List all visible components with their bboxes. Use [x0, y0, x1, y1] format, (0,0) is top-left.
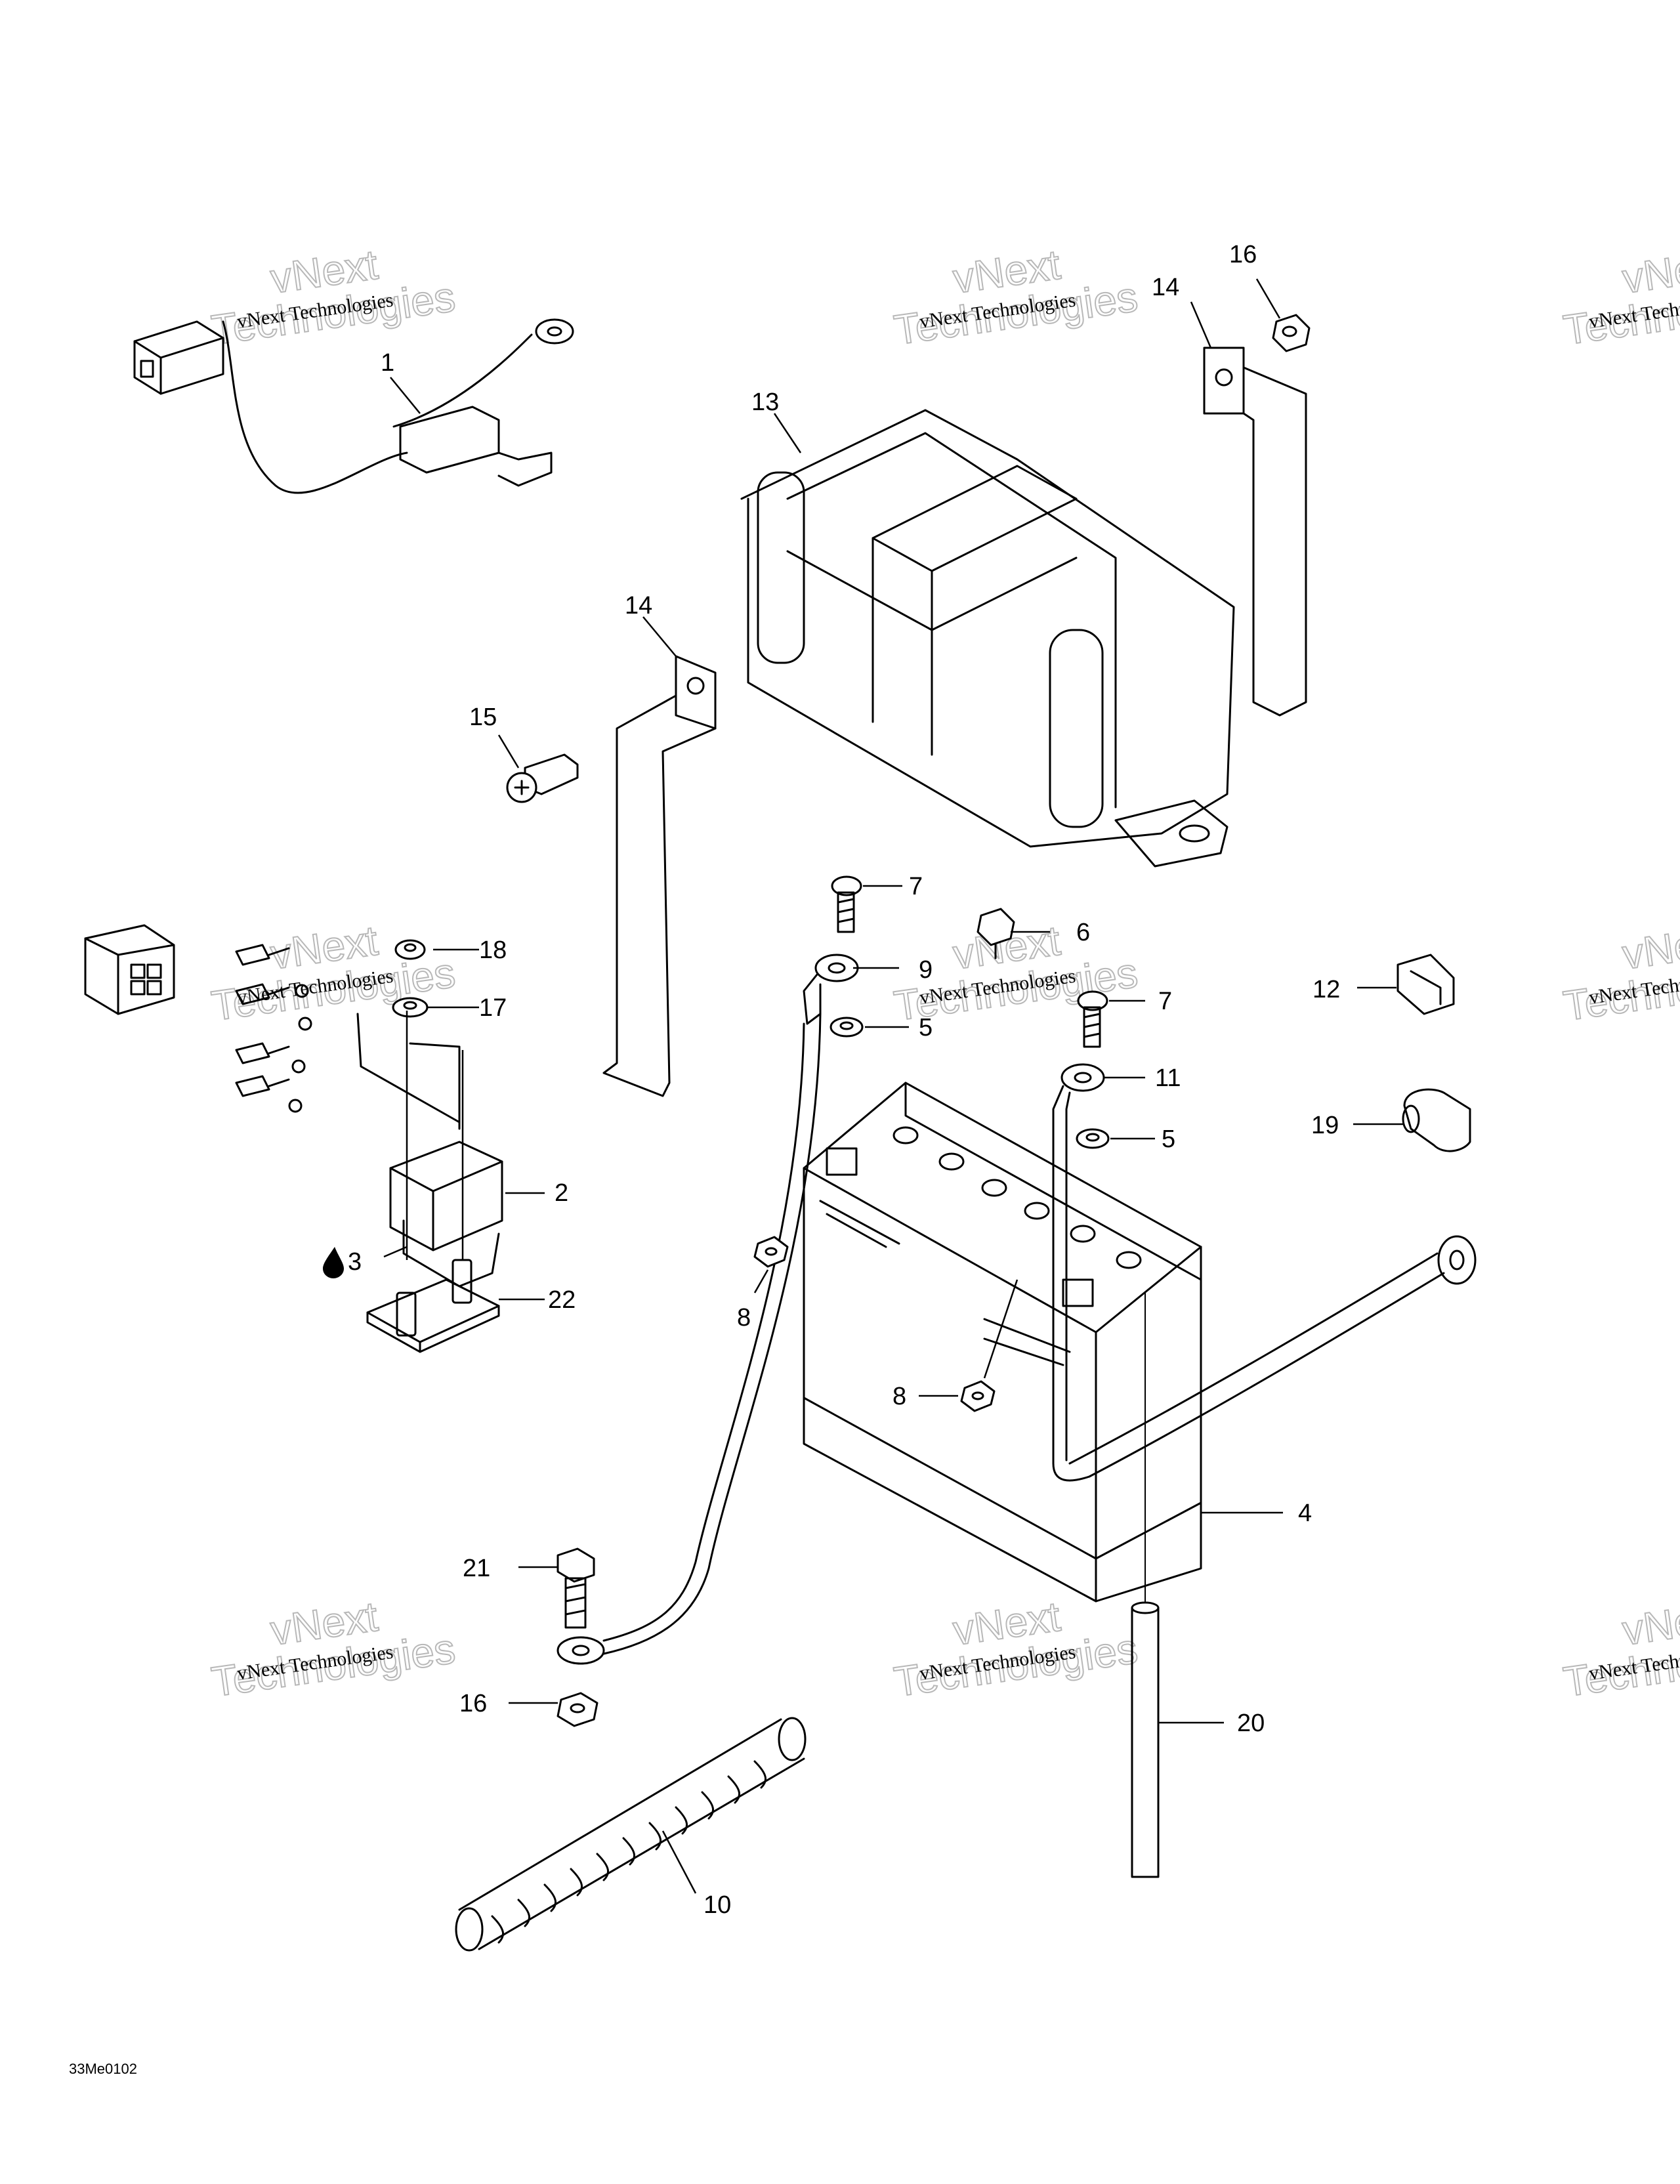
- part-12-clip[interactable]: [1396, 954, 1455, 1015]
- watermark-group: Technologies vNext vNext Technologies Te…: [208, 240, 1680, 1706]
- drop-icon: [323, 1247, 344, 1278]
- callout-3: 3: [348, 1248, 362, 1276]
- callout-5-left: 5: [919, 1014, 933, 1041]
- callout-16-top: 16: [1229, 241, 1257, 268]
- part-7-bolt-top[interactable]: [831, 875, 862, 933]
- callout-11: 11: [1155, 1064, 1181, 1092]
- callout-15: 15: [469, 704, 497, 731]
- drawing-id: 33Me0102: [69, 2061, 137, 2077]
- watermark-small: vNext: [1620, 1593, 1680, 1654]
- part-8-nut-left[interactable]: [753, 1236, 789, 1268]
- callout-8-right: 8: [892, 1383, 906, 1410]
- callout-22: 22: [548, 1286, 576, 1314]
- callout-19: 19: [1311, 1112, 1339, 1139]
- part-4-battery[interactable]: [803, 1082, 1202, 1603]
- part-8-nut-right[interactable]: [960, 1380, 996, 1412]
- part-18-washer[interactable]: [394, 939, 426, 960]
- callout-17: 17: [479, 994, 507, 1022]
- callout-13: 13: [751, 388, 779, 416]
- part-13-battery-cover[interactable]: [740, 409, 1235, 868]
- part-1-fuse-holder[interactable]: [133, 318, 574, 494]
- part-22-pad[interactable]: [366, 1011, 500, 1353]
- connector-housing[interactable]: [84, 924, 175, 1015]
- part-5-washer-right[interactable]: [1076, 1128, 1110, 1149]
- part-14-bracket-left[interactable]: [602, 655, 717, 1097]
- callout-4: 4: [1298, 1500, 1312, 1527]
- callout-18: 18: [479, 936, 507, 964]
- part-16-nut-top[interactable]: [1272, 314, 1311, 352]
- callout-12: 12: [1312, 976, 1340, 1003]
- part-6-terminal-bolt[interactable]: [976, 908, 1015, 959]
- callout-7-right: 7: [1158, 988, 1172, 1015]
- callout-5-right: 5: [1162, 1125, 1175, 1153]
- part-20-vent-tube[interactable]: [1131, 1292, 1160, 1878]
- callout-10: 10: [704, 1891, 731, 1919]
- callout-labels: 1 2 3 4 5 5 6 7 7 8 8 9 10 11 12 13 14 1…: [323, 241, 1340, 1919]
- callout-2: 2: [555, 1179, 568, 1207]
- callout-1: 1: [381, 349, 394, 377]
- part-21-bolt[interactable]: [556, 1547, 595, 1629]
- callout-7-top: 7: [909, 873, 923, 900]
- part-7-bolt-right[interactable]: [1077, 990, 1108, 1048]
- watermark-small: vNext: [1620, 241, 1680, 303]
- watermark-small: vNext: [1620, 917, 1680, 978]
- part-11-cable[interactable]: [1052, 1063, 1477, 1482]
- battery-vent-caps: [892, 1126, 1142, 1269]
- callout-20: 20: [1237, 1710, 1265, 1737]
- part-16-nut-bottom[interactable]: [556, 1692, 598, 1727]
- callout-6: 6: [1076, 919, 1090, 946]
- callout-8-left: 8: [737, 1304, 751, 1332]
- part-9-cable[interactable]: [556, 954, 859, 1665]
- part-19-terminal-boot[interactable]: [1402, 1088, 1471, 1152]
- part-17-washer[interactable]: [392, 997, 429, 1018]
- leader-lines: [383, 278, 1404, 1894]
- callout-14-top: 14: [1152, 274, 1179, 301]
- callout-9: 9: [919, 956, 933, 984]
- terminal-pins: [235, 944, 461, 1130]
- part-5-washer-left[interactable]: [830, 1017, 864, 1038]
- part-15-screw[interactable]: [506, 753, 579, 803]
- callout-21: 21: [463, 1555, 490, 1582]
- callout-14-left: 14: [625, 592, 652, 620]
- part-10-spiral-wrap[interactable]: [455, 1717, 807, 1952]
- part-14-bracket-right[interactable]: [1203, 346, 1307, 717]
- callout-16-bottom: 16: [459, 1690, 487, 1717]
